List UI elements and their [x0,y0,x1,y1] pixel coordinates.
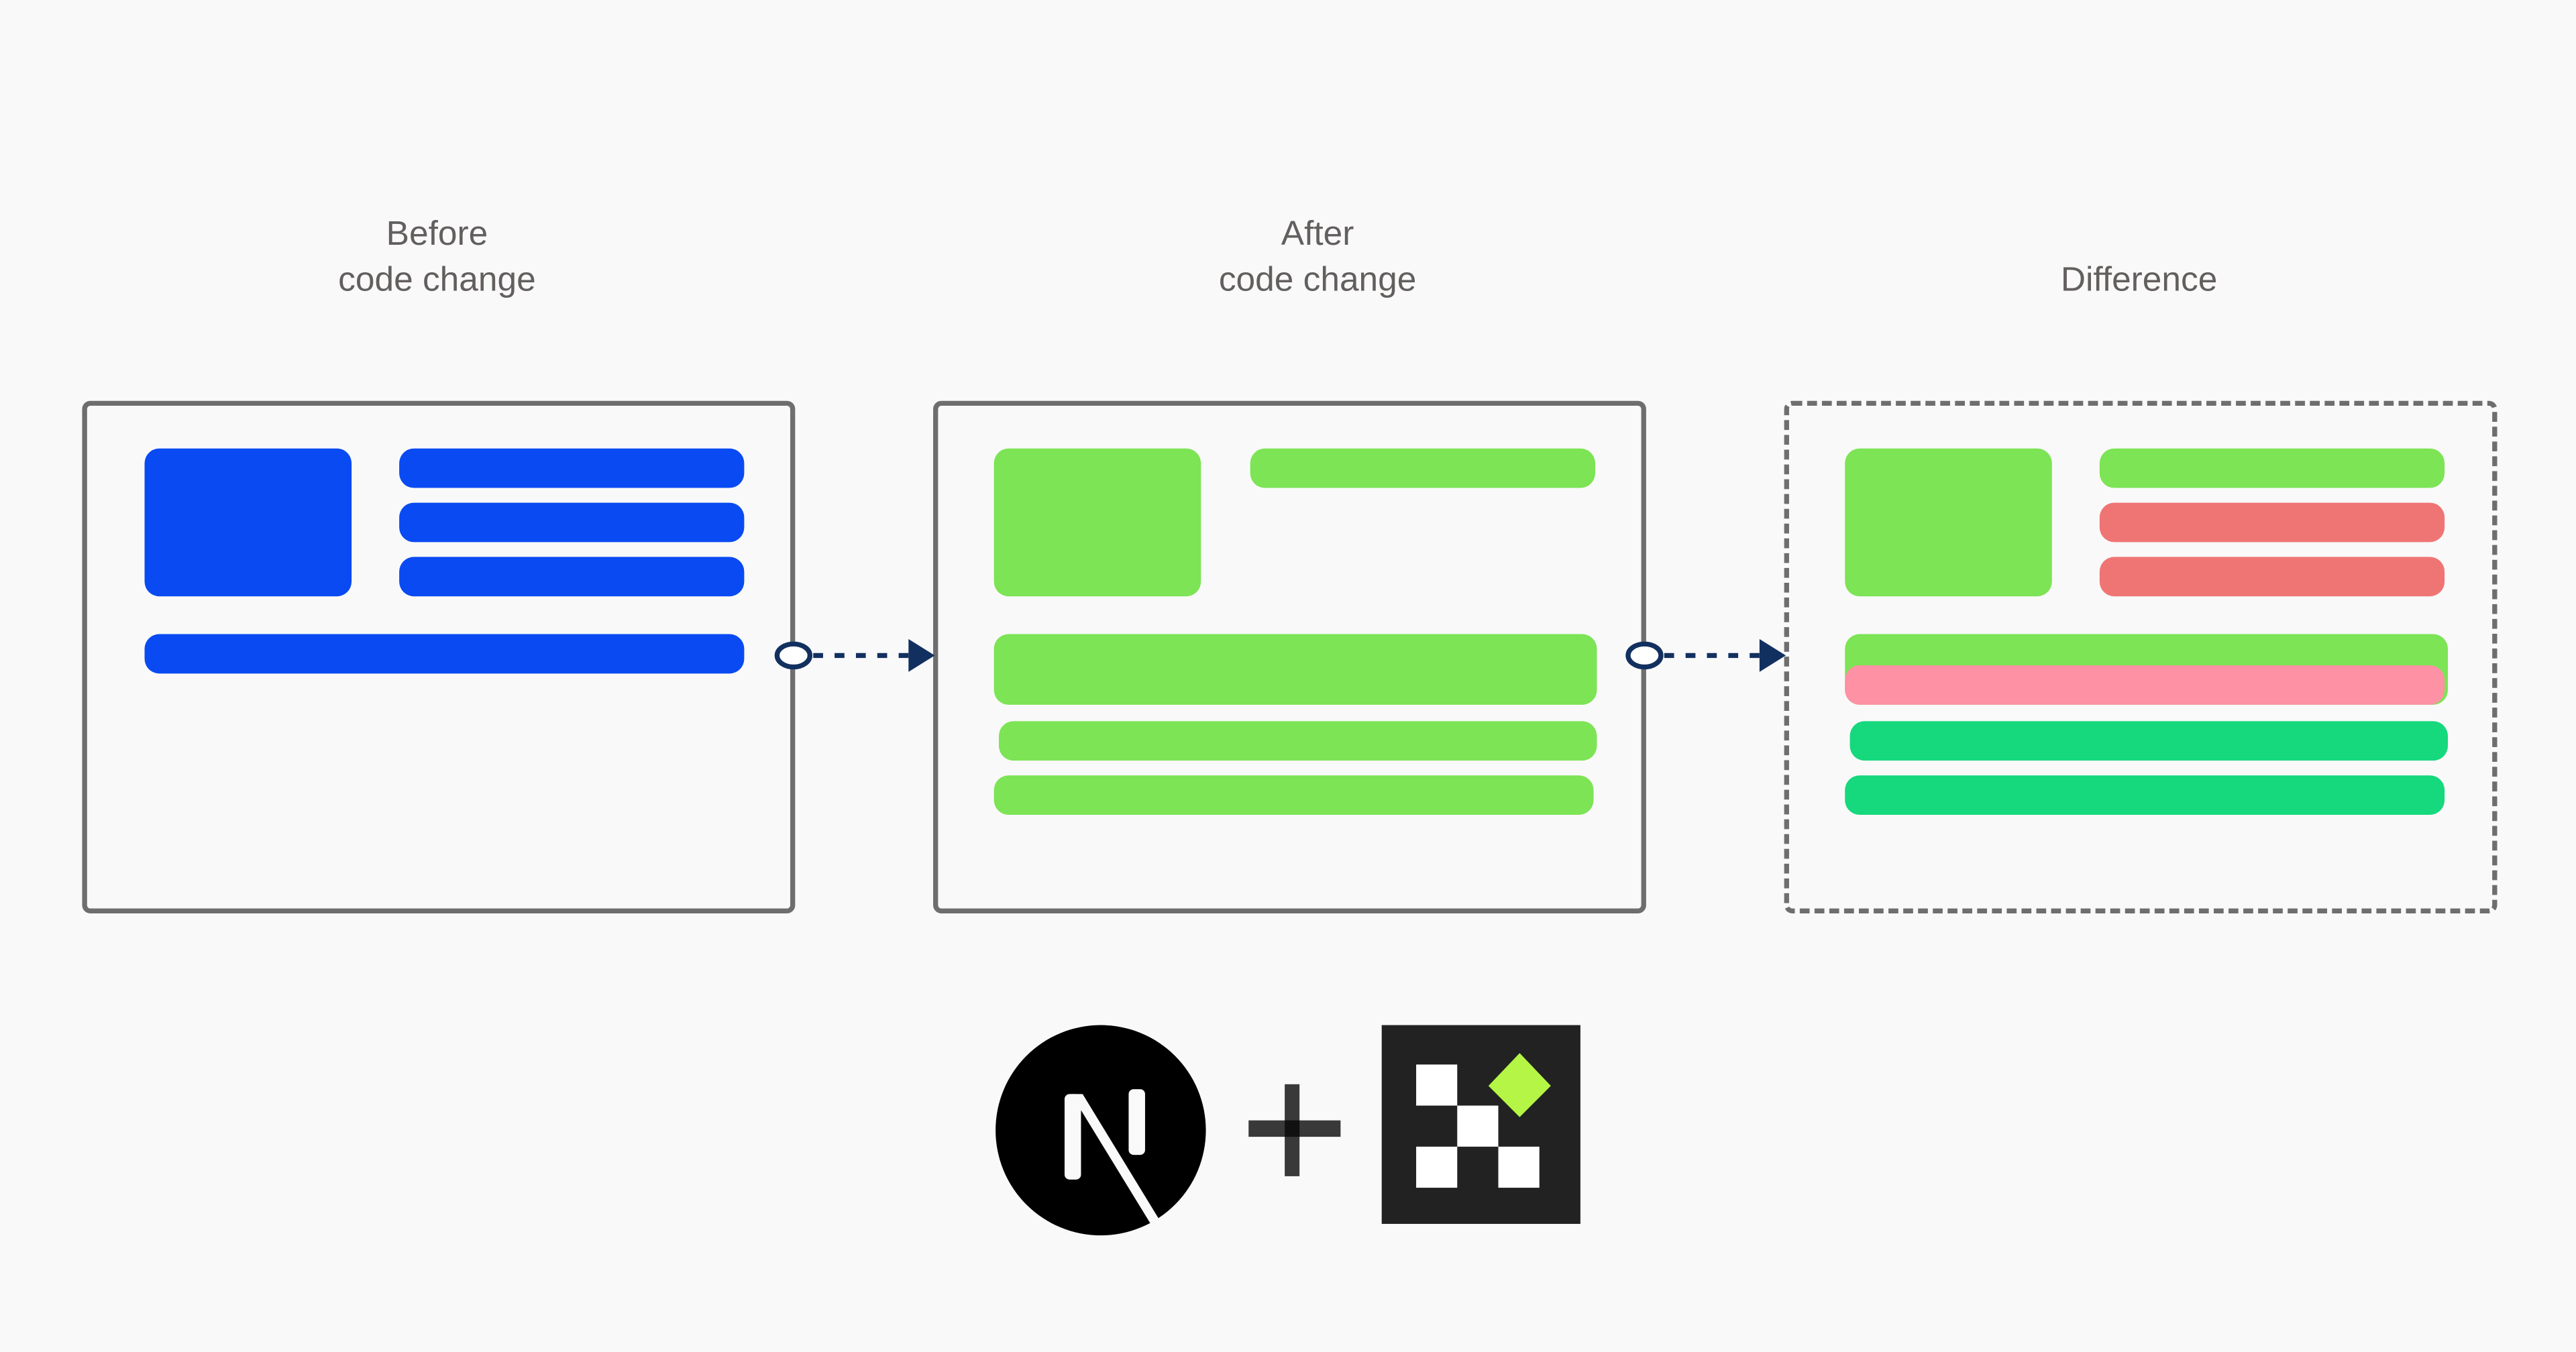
diff-removed-line-3 [2099,557,2445,597]
before-panel [82,400,796,913]
connector-after-to-difference [1625,638,1786,672]
nextjs-logo-icon [996,1025,1206,1236]
plus-icon [1248,1084,1341,1176]
diff-added-bar-1 [1849,721,2449,761]
before-text-line-1 [399,448,745,488]
after-image-block [994,448,1201,597]
diff-removed-line-2 [2099,502,2445,543]
after-bar-2 [994,775,1594,815]
after-bar-1 [998,721,1597,761]
before-text-line-2 [399,502,745,543]
before-wide-bar [144,634,745,674]
before-text-line-3 [399,557,745,597]
arrowhead-icon [908,638,935,672]
difference-panel [1784,400,2498,913]
checkered-logo-icon [1381,1025,1580,1224]
difference-title-line1: Difference [2060,261,2218,299]
before-title-line1: Before [386,215,488,253]
diff-text-line-1 [2099,448,2445,488]
after-panel [933,400,1646,913]
after-wide-block [994,634,1597,705]
connector-start-circle-icon [774,641,813,670]
diff-image-block [1845,448,2052,597]
arrowhead-icon [1759,638,1786,672]
connector-start-circle-icon [1625,641,1664,670]
after-title-line1: After [1281,215,1354,253]
diff-removed-wide-bar [1845,665,2445,705]
after-text-line-1 [1250,448,1595,488]
connector-before-to-after [774,638,935,672]
difference-title: Difference [1892,258,2385,304]
after-title-line2: code change [1218,261,1417,299]
diff-added-bar-2 [1845,775,2445,815]
before-title-line2: code change [338,261,536,299]
before-title: Before code change [191,212,684,304]
before-image-block [144,448,352,597]
after-title: After code change [1071,212,1564,304]
